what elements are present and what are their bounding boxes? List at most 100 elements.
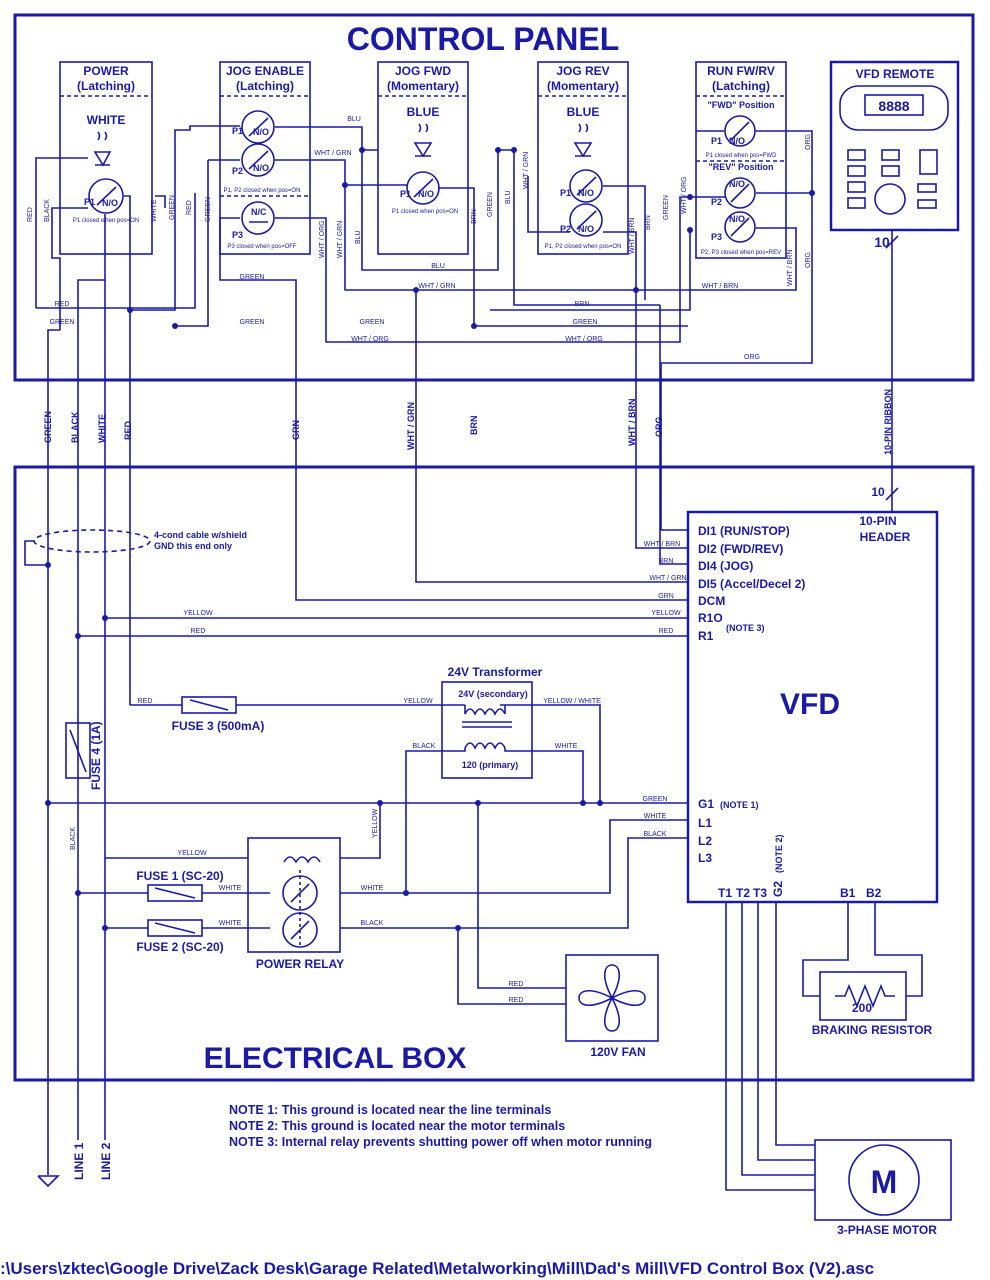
jog-enable-p3-state: N/C xyxy=(251,207,267,217)
transformer-title: 24V Transformer xyxy=(448,665,543,679)
jog-fwd-type: (Momentary) xyxy=(387,79,459,93)
vfd-terminal-r1o: R1O xyxy=(698,611,723,625)
wire-label-di4: WHT / GRN xyxy=(649,575,686,582)
panel-junctions xyxy=(127,147,815,329)
vfd-terminal-g1: G1 xyxy=(698,797,714,811)
wire-label-white-f1: WHITE xyxy=(219,885,242,892)
run-fwrv-p3: P3 xyxy=(711,232,722,242)
braking-resistor-label: BRAKING RESISTOR xyxy=(812,1023,933,1037)
motor-box xyxy=(814,1139,952,1221)
vfd-terminal-t1: T1 xyxy=(718,886,732,900)
jog-rev-p1: P1 xyxy=(560,188,571,198)
run-fwrv-p1: P1 xyxy=(711,136,722,146)
line-1-label: LINE 1 xyxy=(72,1142,86,1180)
control-panel-frame xyxy=(13,13,975,382)
cable-label-1: 4-cond cable w/shield xyxy=(154,530,247,540)
shield-ellipse xyxy=(33,529,151,553)
wire-label-red-f3: RED xyxy=(138,698,153,705)
wire-label-wht-grn-2: WHT / GRN xyxy=(418,283,455,290)
vfd-remote-pin-count: 10 xyxy=(874,234,890,250)
power-switch-type: (Latching) xyxy=(77,79,135,93)
vfd-note1: (NOTE 1) xyxy=(720,800,759,810)
fan-box xyxy=(565,954,659,1042)
wire-label-green-v4: GREEN xyxy=(663,195,670,220)
jog-fwd-note: P1 closed when pos=ON xyxy=(392,209,458,215)
run-fwrv-type: (Latching) xyxy=(712,79,770,93)
vfd-terminal-l1: L1 xyxy=(698,816,712,830)
trunk-label-white: WHITE xyxy=(97,414,107,443)
fuse-1-label: FUSE 1 (SC-20) xyxy=(136,869,223,883)
wire-label-green-v3: GREEN xyxy=(487,192,494,217)
wire-label-white-v1: WHITE xyxy=(151,199,158,222)
run-fwrv-name: RUN FW/RV xyxy=(707,64,775,78)
fuse-4-label: FUSE 4 (1A) xyxy=(89,721,103,790)
footer-file-path: :\Users\zktec\Google Drive\Zack Desk\Gar… xyxy=(0,1259,874,1278)
wire-label-yellow-white: YELLOW / WHITE xyxy=(543,698,601,705)
run-fwrv-p2: P2 xyxy=(711,197,722,207)
wire-label-red-v2: RED xyxy=(186,200,193,215)
box-component-labels: 4-cond cable w/shield GND this end only … xyxy=(72,530,937,1237)
wire-label-black-r: BLACK xyxy=(361,920,384,927)
jog-enable-note2: P3 closed when pos=OFF xyxy=(227,244,297,250)
wire-label-org-v1: ORG xyxy=(805,252,812,268)
wire-label-blu-v2: BLU xyxy=(505,190,512,204)
jog-rev-p2-state: N/O xyxy=(578,224,594,234)
wire-label-black-l2: BLACK xyxy=(644,831,667,838)
trunk-label-green: GREEN xyxy=(43,411,53,443)
power-relay-box xyxy=(247,837,341,953)
wire-label-wht-org-v1: WHT / ORG xyxy=(319,220,326,258)
trunk-labels: GREEN BLACK WHITE RED GRN WHT / GRN BRN … xyxy=(43,389,893,455)
wire-label-blu-2: BLU xyxy=(431,263,445,270)
wire-label-green-4: GREEN xyxy=(360,319,385,326)
vfd-remote-title: VFD REMOTE xyxy=(856,67,935,81)
wire-label-green-5: GREEN xyxy=(573,319,598,326)
wire-label-red-fan1: RED xyxy=(509,981,524,988)
braking-resistor-box xyxy=(819,971,907,1021)
panel-wiring xyxy=(35,125,899,1175)
motor-symbol: M xyxy=(871,1164,898,1200)
wire-label-blu-v1: BLU xyxy=(355,230,362,244)
run-fwrv-pos1: "FWD" Position xyxy=(707,100,774,110)
ribbon-pin-count: 10 xyxy=(871,485,885,499)
power-relay-label: POWER RELAY xyxy=(256,957,344,971)
motor-circle xyxy=(848,1144,920,1216)
braking-resistor-value: 200 xyxy=(852,1001,872,1015)
power-contact-p1: P1 xyxy=(84,197,95,207)
wire-label-black-v2: BLACK xyxy=(70,827,77,850)
jog-rev-note: P1, P2 closed when pos=ON xyxy=(545,244,622,250)
wire-label-brn-v1: BRN xyxy=(471,209,478,224)
wire-label-green: GREEN xyxy=(240,274,265,281)
note-3: NOTE 3: Internal relay prevents shutting… xyxy=(229,1135,652,1149)
run-fwrv-p3-state: N/O xyxy=(729,214,745,224)
wire-label-green-g1: GREEN xyxy=(643,796,668,803)
motor-label: 3-PHASE MOTOR xyxy=(837,1223,937,1237)
trunk-label-org: ORG xyxy=(654,416,664,437)
panel-wire-labels: BLU WHT / GRN BLU GREEN WHT / GRN WHT / … xyxy=(27,116,812,361)
vfd-remote: VFD REMOTE 8888 10 xyxy=(829,60,960,250)
jog-enable-note1: P1, P2 closed when pos=ON xyxy=(224,188,301,194)
jog-fwd-switch: JOG FWD (Momentary) BLUE P1 N/O P1 close… xyxy=(377,61,469,255)
transformer-secondary: 24V (secondary) xyxy=(458,689,528,699)
trunk-label-wht-brn: WHT / BRN xyxy=(627,399,637,447)
jog-fwd-p1: P1 xyxy=(400,189,411,199)
wire-label-green-3: GREEN xyxy=(240,319,265,326)
header-line-2: HEADER xyxy=(860,530,911,544)
jog-rev-p2: P2 xyxy=(560,224,571,234)
wire-label-yellow-2: YELLOW xyxy=(651,610,681,617)
electrical-box-title: ELECTRICAL BOX xyxy=(204,1042,467,1075)
wire-label-wht-grn-v1: WHT / GRN xyxy=(337,221,344,258)
trunk-label-black: BLACK xyxy=(70,411,80,443)
wire-label-yellow-1: YELLOW xyxy=(183,610,213,617)
run-fwrv-switch: RUN FW/RV (Latching) "FWD" Position P1 N… xyxy=(695,61,787,259)
ground-icon xyxy=(37,1175,60,1188)
run-fwrv-note1: P1 closed when pos=FWD xyxy=(706,153,778,159)
wire-label-red-fan2: RED xyxy=(509,997,524,1004)
jog-enable-type: (Latching) xyxy=(236,79,294,93)
jog-enable-p2: P2 xyxy=(232,166,243,176)
wire-label-green-v1: GREEN xyxy=(169,195,176,220)
wire-label-yellow-3: YELLOW xyxy=(403,698,433,705)
vfd-terminal-di1: DI1 (RUN/STOP) xyxy=(698,524,790,538)
wire-label-wht-brn-v2: WHT / BRN xyxy=(787,250,794,286)
vfd-unit: VFD 10 10-PIN HEADER DI1 (RUN/STOP) DI2 … xyxy=(686,485,939,904)
wire-label-di2: BRN xyxy=(659,558,674,565)
